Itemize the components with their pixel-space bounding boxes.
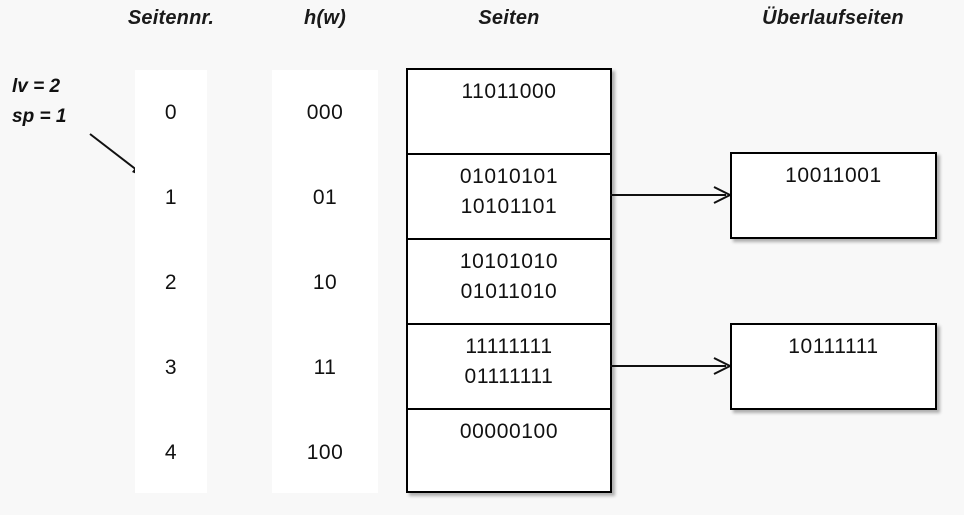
overflow-arrow-icon xyxy=(610,357,733,375)
page-entry: 10101010 xyxy=(459,250,559,273)
column-header-seiten: Seiten xyxy=(478,7,540,29)
seitennr-cell: 4 xyxy=(164,440,178,464)
overflow-entry: 10011001 xyxy=(785,164,882,187)
column-header-seitennr: Seitennr. xyxy=(127,7,215,29)
seitennr-cell: 3 xyxy=(164,355,178,379)
page-entry: 00000100 xyxy=(459,420,559,443)
overflow-page: 10111111 xyxy=(730,323,937,410)
parameter-sp: sp = 1 xyxy=(12,106,67,127)
seitennr-cell: 2 xyxy=(164,270,178,294)
page-bucket: 11111111 01111111 xyxy=(408,325,610,410)
page-entry: 01010101 xyxy=(459,165,559,188)
page-entry: 11111111 xyxy=(465,335,553,358)
seitennr-cell: 0 xyxy=(164,100,178,124)
overflow-arrow-icon xyxy=(610,186,733,204)
page-bucket: 11011000 xyxy=(408,70,610,155)
hw-cell: 10 xyxy=(312,270,338,294)
parameter-lv: lv = 2 xyxy=(12,76,61,97)
pages-table: 11011000 01010101 10101101 10101010 0101… xyxy=(406,68,612,493)
page-entry: 01111111 xyxy=(464,365,554,388)
hw-cell: 11 xyxy=(313,355,337,379)
seitennr-column: 0 1 2 3 4 xyxy=(135,70,207,493)
page-bucket: 00000100 xyxy=(408,410,610,495)
hw-column: 000 01 10 11 100 xyxy=(272,70,378,493)
page-entry: 01011010 xyxy=(460,280,558,303)
overflow-entry: 10111111 xyxy=(788,335,879,358)
column-header-ueberlaufseiten: Überlaufseiten xyxy=(762,7,904,29)
column-header-hw: h(w) xyxy=(304,7,346,29)
hw-cell: 000 xyxy=(306,100,344,124)
page-bucket: 01010101 10101101 xyxy=(408,155,610,240)
page-entry: 10101101 xyxy=(460,195,558,218)
parameter-annotation: lv = 2 sp = 1 xyxy=(12,72,66,132)
page-entry: 11011000 xyxy=(461,80,557,103)
seitennr-cell: 1 xyxy=(164,185,178,209)
hw-cell: 100 xyxy=(306,440,344,464)
hw-cell: 01 xyxy=(312,185,338,209)
page-bucket: 10101010 01011010 xyxy=(408,240,610,325)
overflow-page: 10011001 xyxy=(730,152,937,239)
